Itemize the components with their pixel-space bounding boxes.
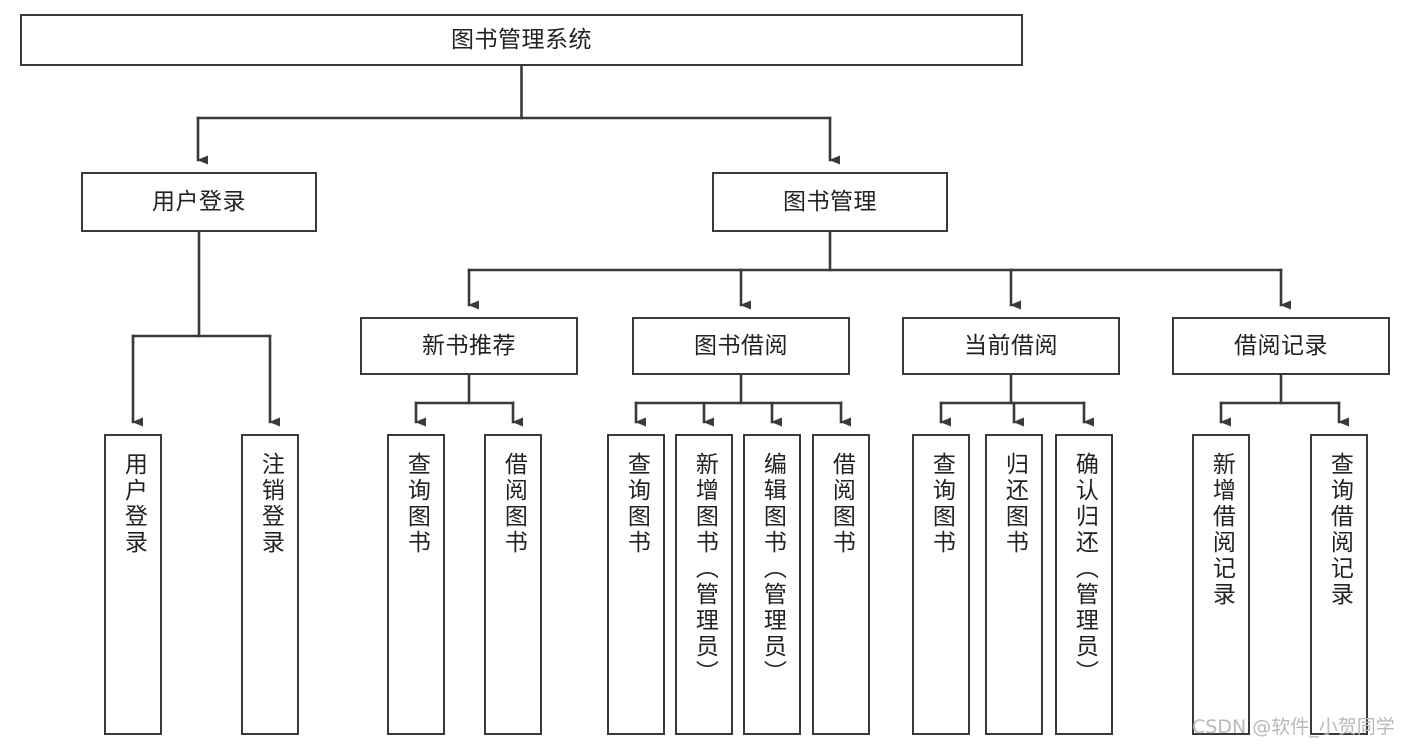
node-leaf-logout[interactable]: 注销登录 xyxy=(241,434,299,735)
node-leaf-logout-label: 注销登录 xyxy=(257,452,284,556)
node-root[interactable]: 图书管理系统 xyxy=(20,14,1023,66)
node-new-book-recommend[interactable]: 新书推荐 xyxy=(360,317,578,375)
node-leaf-user-login[interactable]: 用户登录 xyxy=(104,434,162,735)
node-leaf-user-login-label: 用户登录 xyxy=(120,452,147,556)
node-leaf-query-book-1[interactable]: 查询图书 xyxy=(387,434,445,735)
node-leaf-borrow-book-1[interactable]: 借阅图书 xyxy=(484,434,542,735)
node-leaf-add-record[interactable]: 新增借阅记录 xyxy=(1192,434,1250,735)
node-leaf-query-book-2[interactable]: 查询图书 xyxy=(607,434,665,735)
csdn-watermark: CSDN @软件_小贺同学 xyxy=(1192,716,1395,738)
node-book-manage[interactable]: 图书管理 xyxy=(712,172,948,232)
node-leaf-borrow-book-2[interactable]: 借阅图书 xyxy=(812,434,870,735)
node-book-borrow[interactable]: 图书借阅 xyxy=(632,317,850,375)
node-leaf-query-book-1-label: 查询图书 xyxy=(403,452,430,556)
node-borrow-record[interactable]: 借阅记录 xyxy=(1172,317,1390,375)
node-current-borrow-label: 当前借阅 xyxy=(964,332,1058,359)
node-leaf-borrow-book-2-label: 借阅图书 xyxy=(828,452,855,556)
node-borrow-record-label: 借阅记录 xyxy=(1234,332,1328,359)
node-leaf-query-record-label: 查询借阅记录 xyxy=(1326,452,1353,608)
node-leaf-edit-book-label: 编辑图书（管理员） xyxy=(759,452,786,686)
node-user-login[interactable]: 用户登录 xyxy=(81,172,317,232)
node-leaf-confirm-return-label: 确认归还（管理员） xyxy=(1071,452,1098,686)
node-root-label: 图书管理系统 xyxy=(451,26,592,53)
node-leaf-return-book[interactable]: 归还图书 xyxy=(985,434,1043,735)
node-leaf-query-record[interactable]: 查询借阅记录 xyxy=(1310,434,1368,735)
node-leaf-confirm-return[interactable]: 确认归还（管理员） xyxy=(1055,434,1113,735)
node-new-book-recommend-label: 新书推荐 xyxy=(422,332,516,359)
node-current-borrow[interactable]: 当前借阅 xyxy=(902,317,1120,375)
node-leaf-query-book-3[interactable]: 查询图书 xyxy=(912,434,970,735)
node-book-borrow-label: 图书借阅 xyxy=(694,332,788,359)
node-leaf-add-book-label: 新增图书（管理员） xyxy=(691,452,718,686)
node-leaf-query-book-2-label: 查询图书 xyxy=(623,452,650,556)
node-book-manage-label: 图书管理 xyxy=(783,188,877,215)
node-leaf-return-book-label: 归还图书 xyxy=(1001,452,1028,556)
node-user-login-label: 用户登录 xyxy=(152,188,246,215)
node-leaf-add-record-label: 新增借阅记录 xyxy=(1208,452,1235,608)
node-leaf-query-book-3-label: 查询图书 xyxy=(928,452,955,556)
node-leaf-add-book[interactable]: 新增图书（管理员） xyxy=(675,434,733,735)
node-leaf-edit-book[interactable]: 编辑图书（管理员） xyxy=(743,434,801,735)
node-leaf-borrow-book-1-label: 借阅图书 xyxy=(500,452,527,556)
